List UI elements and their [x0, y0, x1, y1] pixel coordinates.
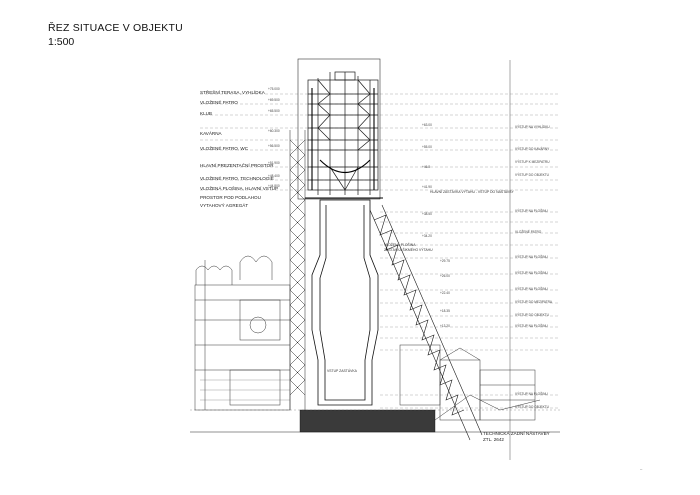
right-label: VÝSTUP DO OBJEKTU [515, 313, 550, 317]
left-label: KLUB [200, 111, 212, 116]
left-label: STŘEŠNÍ TERASA, VYHLÍDKA [200, 88, 266, 95]
right-label: VÝSTUP NA PLOŠINU [515, 270, 548, 275]
left-label: VLOŽENÁ PLOŠINA, HLAVNÍ VSTUP [200, 184, 278, 191]
tower-detail [305, 88, 383, 199]
right-label: VÝSTUP NA PLOŠINU [515, 286, 548, 291]
left-label: KAVÁRNA [200, 130, 223, 136]
tower-frame [297, 58, 381, 200]
right-label: VÝSTUP DO OBJEKTU [515, 405, 550, 409]
platform-label: VLOŽENÁ PLOŠINA [384, 242, 416, 247]
right-label: VÝSTUP NA PLOŠINU [515, 208, 548, 213]
right-label: VÝSTUP DO MEZIPATRA [515, 300, 553, 304]
technical-sub-label: ZTL. 2642 [483, 437, 504, 442]
right-label: VÝSTUP DO KAVÁRNY [515, 147, 550, 151]
platform-sub-label: ZASTÁVKA ŠIKMÉHO VÝTAHU [384, 247, 433, 252]
mid-level-values: +63.00 +55.00 +46.8 +41.90 +38.50 +34.20… [422, 123, 450, 328]
ground-block [299, 409, 436, 433]
drawing-title: ŘEZ SITUACE V OBJEKTU [48, 22, 183, 34]
left-label: VLOŽENÉ PATRO, TECHNOLOGIE [200, 174, 274, 181]
right-buildings [399, 344, 541, 421]
elevation-mark: +48.400 [268, 174, 280, 178]
right-label-group: VÝSTUP NA VYHLÍDKU VÝSTUP DO KAVÁRNY VÝS… [515, 125, 553, 409]
elevation-mark: +69.500 [268, 98, 280, 102]
elevation-mark: +65.500 [268, 109, 280, 113]
mid-level: +63.00 [422, 123, 432, 127]
right-label: VÝSTUP NA PLOŠINU [515, 323, 548, 328]
mid-level: +34.20 [422, 234, 432, 238]
left-label: PROSTOR POD PODLAHOU [200, 195, 261, 200]
tower-head [307, 71, 379, 195]
mid-level: +22.40 [440, 291, 450, 295]
mid-level: +55.00 [422, 145, 432, 149]
lattice-column [289, 130, 306, 410]
left-label: VYTAHOVÝ AGREGÁT [200, 202, 248, 208]
mid-level: +38.50 [422, 212, 432, 216]
left-label: HLAVNÍ PREZENTAČNÍ PROSTOR [200, 162, 274, 168]
mid-level: +41.90 [422, 185, 432, 189]
left-label: VLOŽENÉ PATRO [200, 98, 238, 105]
elevation-mark: +60.300 [268, 129, 280, 133]
left-label-group: STŘEŠNÍ TERASA, VYHLÍDKA VLOŽENÉ PATRO K… [200, 88, 278, 208]
main-entry-label: HLAVNÍ ZASTÁVKA VÝTAHU - VSTUP DO NÁSTAV… [430, 190, 514, 194]
technical-label: TECHNICKÁ ZADNÍ NÁSTAVBY [483, 430, 550, 436]
mid-level: +18.35 [440, 309, 450, 313]
shaft-label: VSTUP ZASTÁVKA [327, 369, 358, 373]
left-buildings [194, 255, 291, 411]
mid-level: +46.8 [422, 165, 430, 169]
furnace-shaft [311, 199, 379, 406]
drawing-scale: 1:500 [48, 36, 75, 48]
right-label: VÝSTUP NA PLOŠINU [515, 391, 548, 396]
left-hatching [200, 379, 290, 401]
elevation-mark: +51.900 [268, 161, 280, 165]
level-lines [200, 93, 560, 409]
left-label: VLOŽENÉ PATRO, WC [200, 144, 249, 151]
corner-mark: ─ [639, 467, 643, 471]
elevation-mark: +56.500 [268, 144, 280, 148]
right-label: VÝSTUP NA PLOŠINU [515, 254, 548, 259]
elevation-marks: +75.000 +69.500 +65.500 +60.300 +56.500 … [268, 87, 280, 188]
mid-level: +13.20 [440, 324, 450, 328]
elevation-mark: +75.000 [268, 87, 280, 91]
right-label: VLOŽENÉ PATRO [515, 229, 542, 234]
skip-bridge [369, 204, 483, 441]
mid-level: +26.00 [440, 274, 450, 278]
mid-level: +29.75 [440, 259, 450, 263]
right-label: VÝSTUP K MEZIPATRU [515, 160, 550, 164]
right-label: VÝSTUP DO OBJEKTU [515, 173, 550, 177]
right-label: VÝSTUP NA VYHLÍDKU [515, 125, 550, 129]
elevation-mark: +44.800 [268, 184, 280, 188]
